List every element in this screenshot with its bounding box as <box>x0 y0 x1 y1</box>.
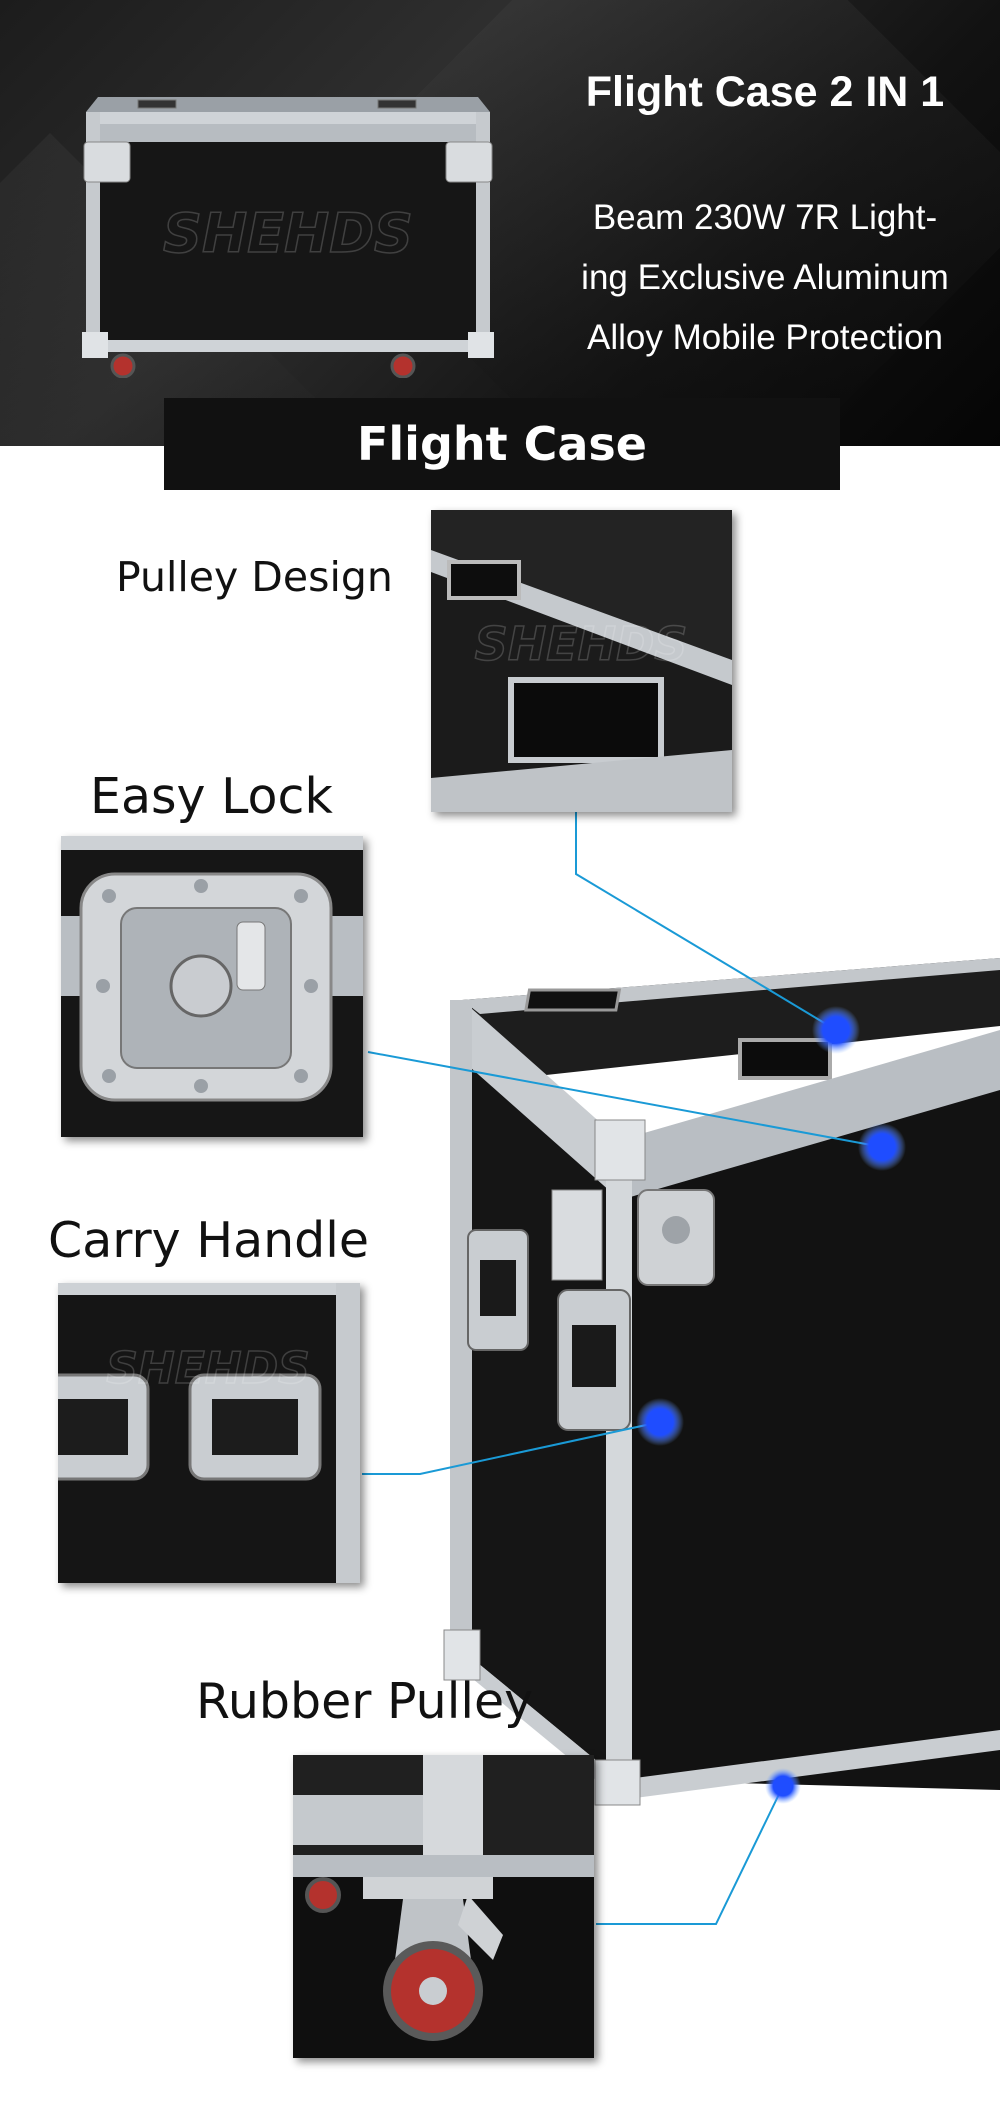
glowing-dot-icon[interactable] <box>812 1006 860 1054</box>
carry-handle-photo: SHEHDS <box>58 1283 360 1583</box>
feature-label-pulley-design: Pulley Design <box>116 553 393 601</box>
watermark: SHEHDS <box>163 202 413 265</box>
glowing-dot-icon[interactable] <box>636 1398 684 1446</box>
hero-subtitle: Beam 230W 7R Light- ing Exclusive Alumin… <box>545 188 985 368</box>
subtitle-line: ing Exclusive Aluminum <box>581 258 949 297</box>
hero-flight-case-image: SHEHDS <box>82 97 494 378</box>
subtitle-line: Alloy Mobile Protection <box>587 318 943 357</box>
feature-label-carry-handle: Carry Handle <box>48 1212 370 1269</box>
section-title: Flight Case <box>356 417 647 471</box>
feature-label-easy-lock: Easy Lock <box>90 768 333 825</box>
hero-title: Flight Case 2 IN 1 <box>585 68 945 116</box>
watermark: SHEHDS <box>475 617 688 671</box>
rubber-pulley-photo <box>293 1755 594 2058</box>
feature-label-rubber-pulley: Rubber Pulley <box>196 1673 534 1730</box>
easy-lock-photo <box>61 836 363 1137</box>
glowing-dot-icon[interactable] <box>858 1123 906 1171</box>
pulley-design-photo: SHEHDS <box>431 510 732 812</box>
watermark: SHEHDS <box>106 1343 310 1394</box>
section-banner: Flight Case <box>164 398 840 490</box>
hero-banner: SHEHDS Flight Case 2 IN 1 Beam 230W 7R L… <box>0 0 1000 446</box>
glowing-dot-icon[interactable] <box>765 1768 801 1804</box>
subtitle-line: Beam 230W 7R Light- <box>592 198 938 237</box>
